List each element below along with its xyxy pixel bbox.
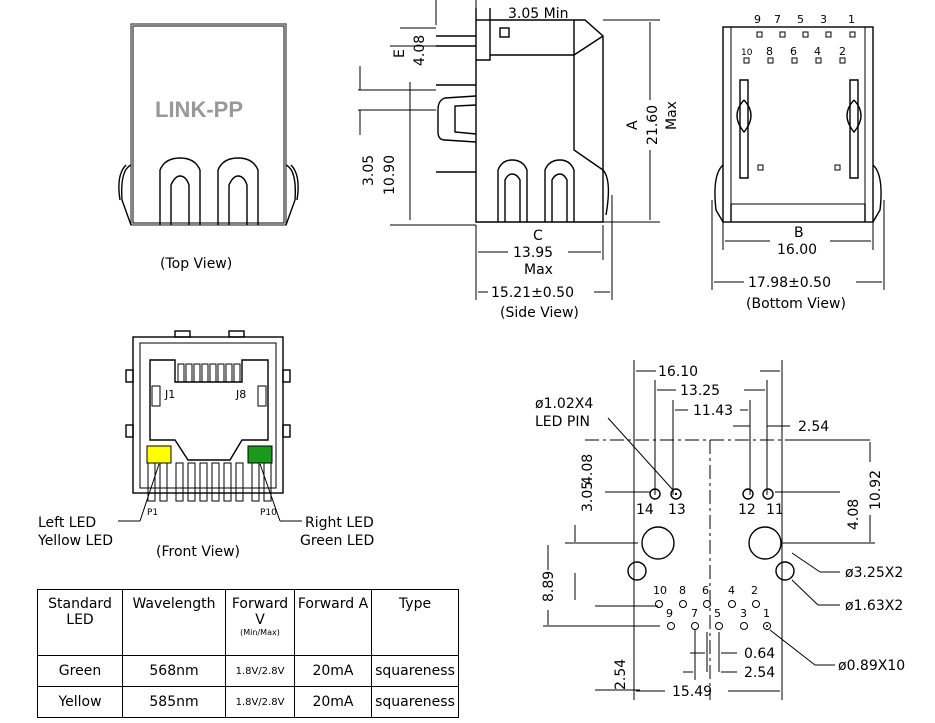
svg-text:ø1.63X2: ø1.63X2 xyxy=(845,598,903,614)
svg-text:ø3.25X2: ø3.25X2 xyxy=(845,565,903,581)
table-row: Yellow 585nm 1.8V/2.8V 20mA squareness xyxy=(37,686,459,718)
col-type: Type xyxy=(371,589,459,656)
front-view-label: (Front View) xyxy=(156,544,240,560)
cell-forward-v: 1.8V/2.8V xyxy=(225,655,295,687)
svg-text:P10: P10 xyxy=(260,508,277,518)
svg-text:2.54: 2.54 xyxy=(744,665,775,681)
cell-wavelength: 585nm xyxy=(122,686,226,718)
svg-text:10: 10 xyxy=(741,48,753,58)
svg-text:12: 12 xyxy=(738,502,756,518)
svg-text:C: C xyxy=(533,228,543,244)
col-forward-v: Forward V (Min/Max) xyxy=(225,589,295,656)
svg-text:2: 2 xyxy=(839,45,846,58)
svg-text:6: 6 xyxy=(790,45,797,58)
svg-text:J1: J1 xyxy=(164,388,175,401)
svg-text:8.89: 8.89 xyxy=(541,571,557,602)
svg-text:4.08: 4.08 xyxy=(580,454,596,485)
svg-text:B: B xyxy=(794,225,804,241)
bottom-view: 9 7 5 3 1 10 8 6 4 2 xyxy=(711,13,885,312)
svg-text:3: 3 xyxy=(820,13,827,26)
svg-text:11: 11 xyxy=(766,502,784,518)
svg-text:1: 1 xyxy=(848,13,855,26)
svg-text:5: 5 xyxy=(714,607,721,620)
svg-text:14: 14 xyxy=(636,502,654,518)
svg-text:16.00: 16.00 xyxy=(777,242,817,258)
svg-text:15.49: 15.49 xyxy=(672,684,712,700)
svg-text:4.08: 4.08 xyxy=(846,499,862,530)
svg-text:Left LED: Left LED xyxy=(38,515,96,531)
svg-text:2.54: 2.54 xyxy=(798,419,829,435)
svg-text:2: 2 xyxy=(751,584,758,597)
table-row: Green 568nm 1.8V/2.8V 20mA squareness xyxy=(37,655,459,687)
svg-text:LED PIN: LED PIN xyxy=(535,414,590,430)
svg-text:4: 4 xyxy=(728,584,735,597)
svg-text:5: 5 xyxy=(797,13,804,26)
cell-wavelength: 568nm xyxy=(122,655,226,687)
brand-logo: LINK-PP xyxy=(155,97,243,122)
svg-text:Green LED: Green LED xyxy=(300,533,374,549)
svg-text:3.05: 3.05 xyxy=(361,155,377,186)
svg-text:0.64: 0.64 xyxy=(744,646,775,662)
side-view-label: (Side View) xyxy=(500,305,579,321)
svg-text:Yellow LED: Yellow LED xyxy=(37,533,113,549)
top-view-label: (Top View) xyxy=(160,256,232,272)
cell-type: squareness xyxy=(371,686,459,718)
svg-text:13.25: 13.25 xyxy=(680,383,720,399)
svg-text:Max: Max xyxy=(524,262,553,278)
top-view: LINK-PP (Top View) xyxy=(118,23,299,272)
svg-text:17.98±0.50: 17.98±0.50 xyxy=(748,275,831,291)
svg-text:7: 7 xyxy=(691,607,698,620)
yellow-led xyxy=(146,445,172,464)
svg-text:10.92: 10.92 xyxy=(868,470,884,510)
table-header-row: Standard LED Wavelength Forward V (Min/M… xyxy=(37,589,459,656)
svg-text:4.08: 4.08 xyxy=(412,35,428,66)
svg-text:3.05 Min: 3.05 Min xyxy=(508,6,568,22)
svg-text:15.21±0.50: 15.21±0.50 xyxy=(491,285,574,301)
svg-text:7: 7 xyxy=(774,13,781,26)
cell-forward-v: 1.8V/2.8V xyxy=(225,686,295,718)
svg-text:6: 6 xyxy=(702,584,709,597)
svg-text:P1: P1 xyxy=(147,508,158,518)
front-view: J1 J8 P1 P10 Left LED Yellow LED Right L… xyxy=(37,330,374,560)
svg-text:A: A xyxy=(625,120,641,130)
side-view: 3.05 Min E 4.08 3.05 10.90 A 21.60 Max C… xyxy=(358,0,680,321)
led-spec-table: Standard LED Wavelength Forward V (Min/M… xyxy=(37,589,459,718)
svg-text:J8: J8 xyxy=(235,388,246,401)
cell-forward-a: 20mA xyxy=(294,655,372,687)
green-led xyxy=(247,445,273,464)
cell-forward-a: 20mA xyxy=(294,686,372,718)
svg-text:9: 9 xyxy=(666,607,673,620)
svg-text:8: 8 xyxy=(679,584,686,597)
bottom-view-label: (Bottom View) xyxy=(746,296,846,312)
svg-text:9: 9 xyxy=(754,13,761,26)
cell-led: Green xyxy=(37,655,123,687)
svg-text:3: 3 xyxy=(740,607,747,620)
svg-text:Right LED: Right LED xyxy=(305,515,374,531)
col-forward-a: Forward A xyxy=(294,589,372,656)
svg-text:ø0.89X10: ø0.89X10 xyxy=(838,658,905,674)
col-wavelength: Wavelength xyxy=(122,589,226,656)
svg-text:11.43: 11.43 xyxy=(693,403,733,419)
svg-text:21.60: 21.60 xyxy=(645,105,661,145)
svg-text:Max: Max xyxy=(664,101,680,130)
svg-text:2.54: 2.54 xyxy=(613,659,629,690)
svg-text:10: 10 xyxy=(653,584,667,597)
svg-text:8: 8 xyxy=(766,45,773,58)
svg-text:13.95: 13.95 xyxy=(513,245,553,261)
col-standard-led: Standard LED xyxy=(37,589,123,656)
svg-text:E: E xyxy=(392,49,408,58)
cell-led: Yellow xyxy=(37,686,123,718)
svg-text:1: 1 xyxy=(763,607,770,620)
cell-type: squareness xyxy=(371,655,459,687)
svg-text:3.05: 3.05 xyxy=(580,481,596,512)
svg-text:ø1.02X4: ø1.02X4 xyxy=(535,396,593,412)
svg-text:13: 13 xyxy=(668,502,686,518)
svg-text:16.10: 16.10 xyxy=(658,364,698,380)
svg-text:4: 4 xyxy=(814,45,821,58)
pcb-footprint: 16.10 13.25 11.43 2.54 ø1.02X4 LED PIN 4… xyxy=(535,360,905,700)
svg-text:10.90: 10.90 xyxy=(382,155,398,195)
